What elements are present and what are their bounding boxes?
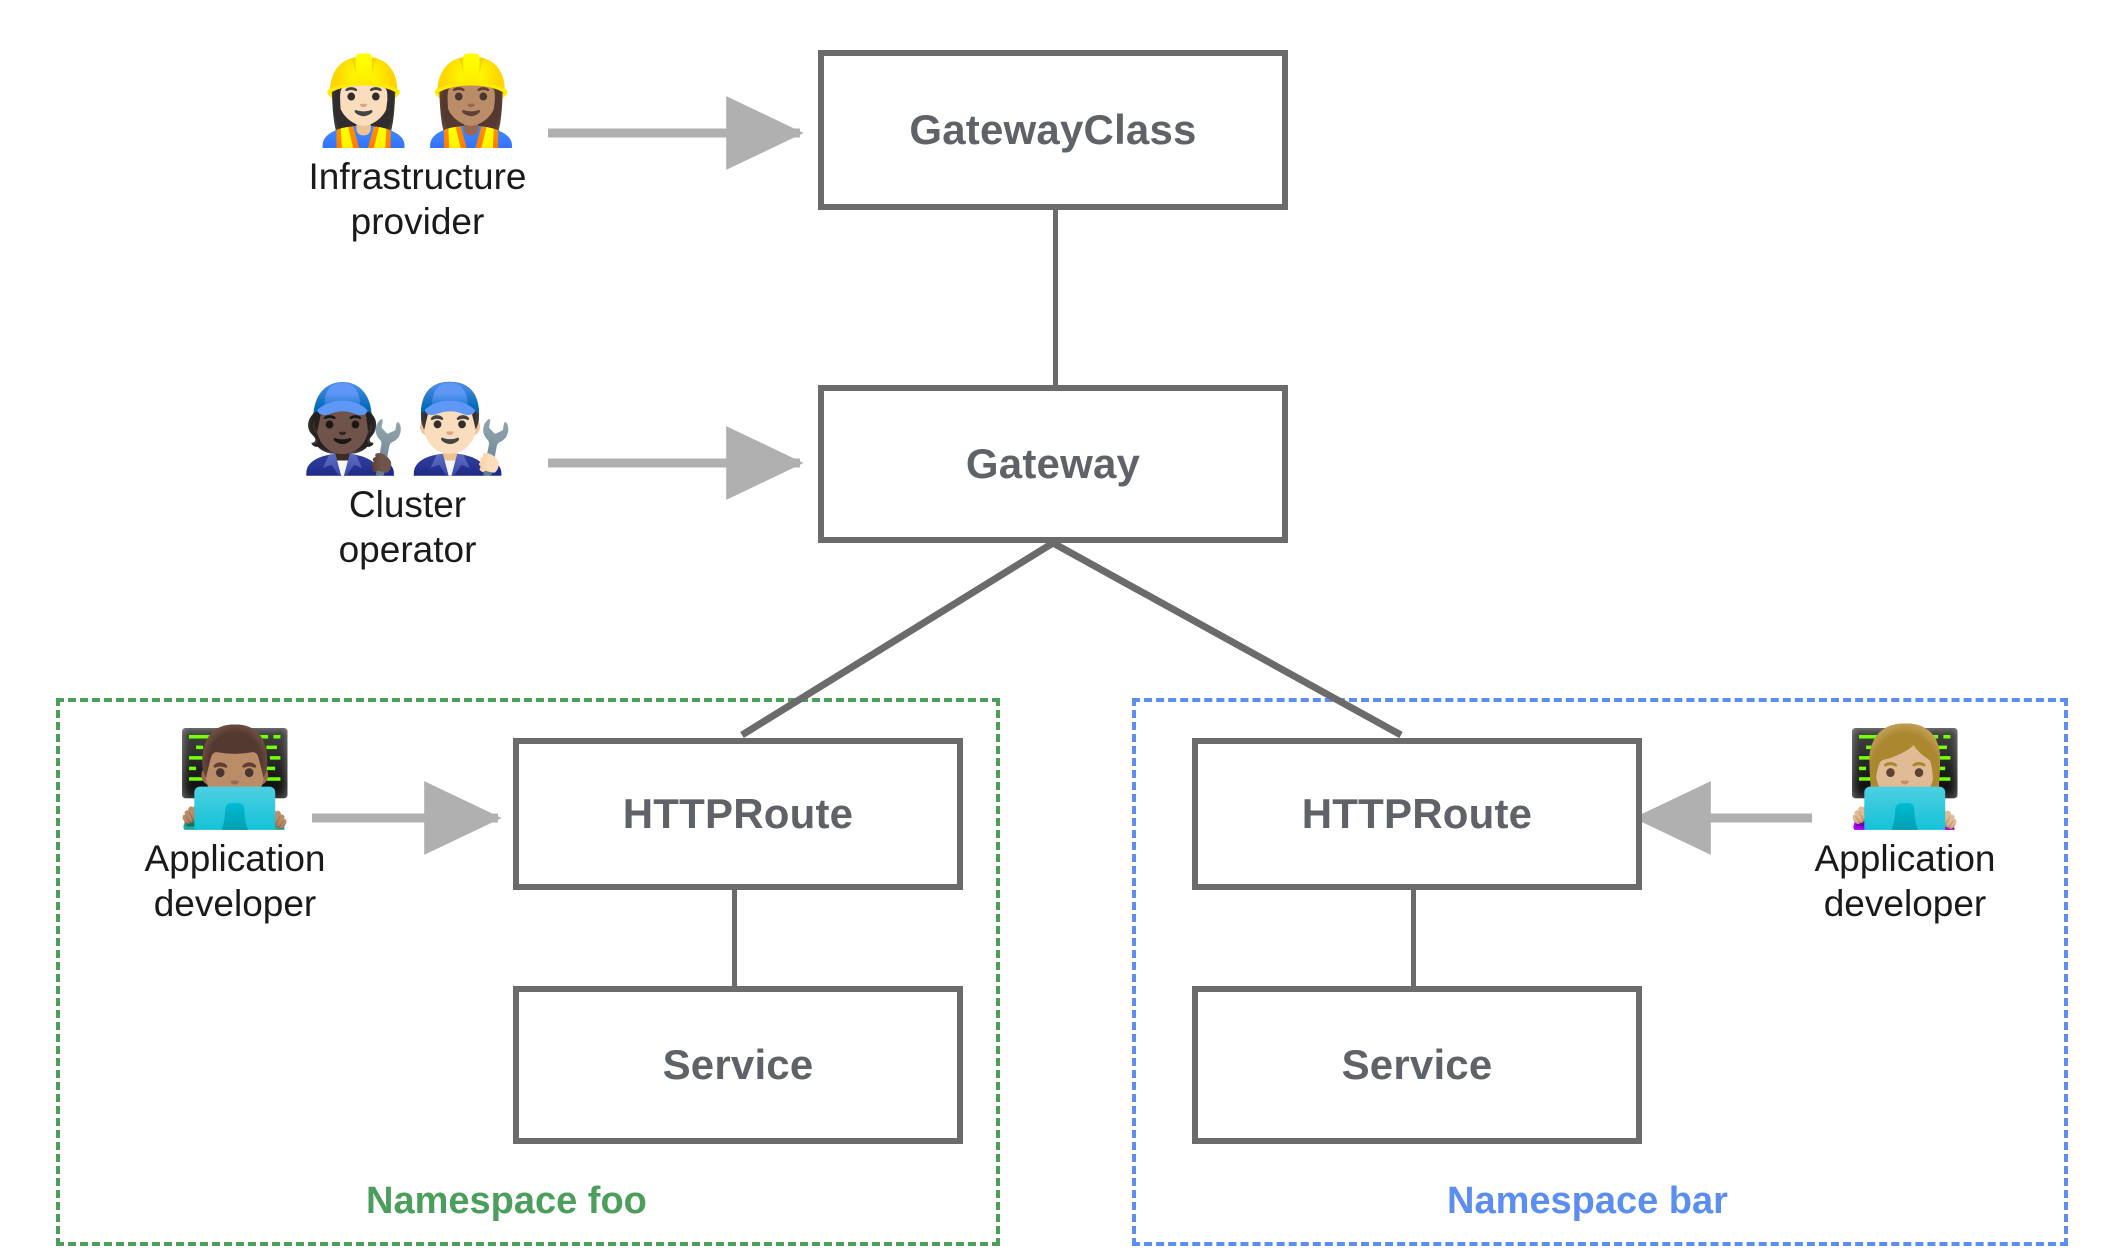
persona-app-developer-foo: 👨🏽‍💻 Application developer <box>120 730 350 926</box>
connector-httproute-service-foo <box>732 890 737 986</box>
infrastructure-provider-icons: 👷🏻‍♀️ 👷🏽‍♀️ <box>310 58 524 144</box>
cluster-operator-caption: Cluster operator <box>338 484 477 571</box>
connector-httproute-service-bar <box>1411 890 1416 986</box>
persona-app-developer-bar: 👩🏼‍💻 Application developer <box>1790 730 2020 926</box>
gateway-box[interactable]: Gateway <box>818 385 1288 543</box>
service-bar-box[interactable]: Service <box>1192 986 1642 1144</box>
namespace-bar-container <box>1132 698 2068 1246</box>
mechanic-man-light-icon: 👨🏻‍🔧 <box>407 381 515 477</box>
app-developer-bar-caption: Application developer <box>1814 838 1996 925</box>
gatewayclass-box[interactable]: GatewayClass <box>818 50 1288 210</box>
mechanic-dark-icon: 🧑🏿‍🔧 <box>300 381 408 477</box>
persona-infrastructure-provider: 👷🏻‍♀️ 👷🏽‍♀️ Infrastructure provider <box>275 58 560 244</box>
gatewayclass-label: GatewayClass <box>909 106 1197 153</box>
gateway-label: Gateway <box>965 440 1141 487</box>
namespace-foo-label: Namespace foo <box>366 1180 647 1222</box>
service-bar-label: Service <box>1341 1041 1493 1088</box>
construction-worker-woman-medium-icon: 👷🏽‍♀️ <box>417 53 525 149</box>
service-foo-label: Service <box>662 1041 814 1088</box>
httproute-foo-box[interactable]: HTTPRoute <box>513 738 963 890</box>
httproute-foo-label: HTTPRoute <box>622 790 854 837</box>
cluster-operator-icons: 🧑🏿‍🔧 👨🏻‍🔧 <box>300 386 514 472</box>
service-foo-box[interactable]: Service <box>513 986 963 1144</box>
httproute-bar-label: HTTPRoute <box>1301 790 1533 837</box>
httproute-bar-box[interactable]: HTTPRoute <box>1192 738 1642 890</box>
infrastructure-provider-caption: Infrastructure provider <box>308 156 527 243</box>
persona-cluster-operator: 🧑🏿‍🔧 👨🏻‍🔧 Cluster operator <box>265 386 550 572</box>
app-developer-foo-icons: 👨🏽‍💻 <box>175 730 295 826</box>
construction-worker-woman-light-icon: 👷🏻‍♀️ <box>310 53 418 149</box>
man-technologist-medium-icon: 👨🏽‍💻 <box>175 724 295 831</box>
app-developer-bar-icons: 👩🏼‍💻 <box>1845 730 1965 826</box>
namespace-bar-label: Namespace bar <box>1447 1180 1728 1222</box>
woman-technologist-light-icon: 👩🏼‍💻 <box>1845 724 1965 831</box>
connector-gatewayclass-gateway <box>1053 208 1058 388</box>
namespace-foo-container <box>56 698 1000 1246</box>
app-developer-foo-caption: Application developer <box>144 838 326 925</box>
